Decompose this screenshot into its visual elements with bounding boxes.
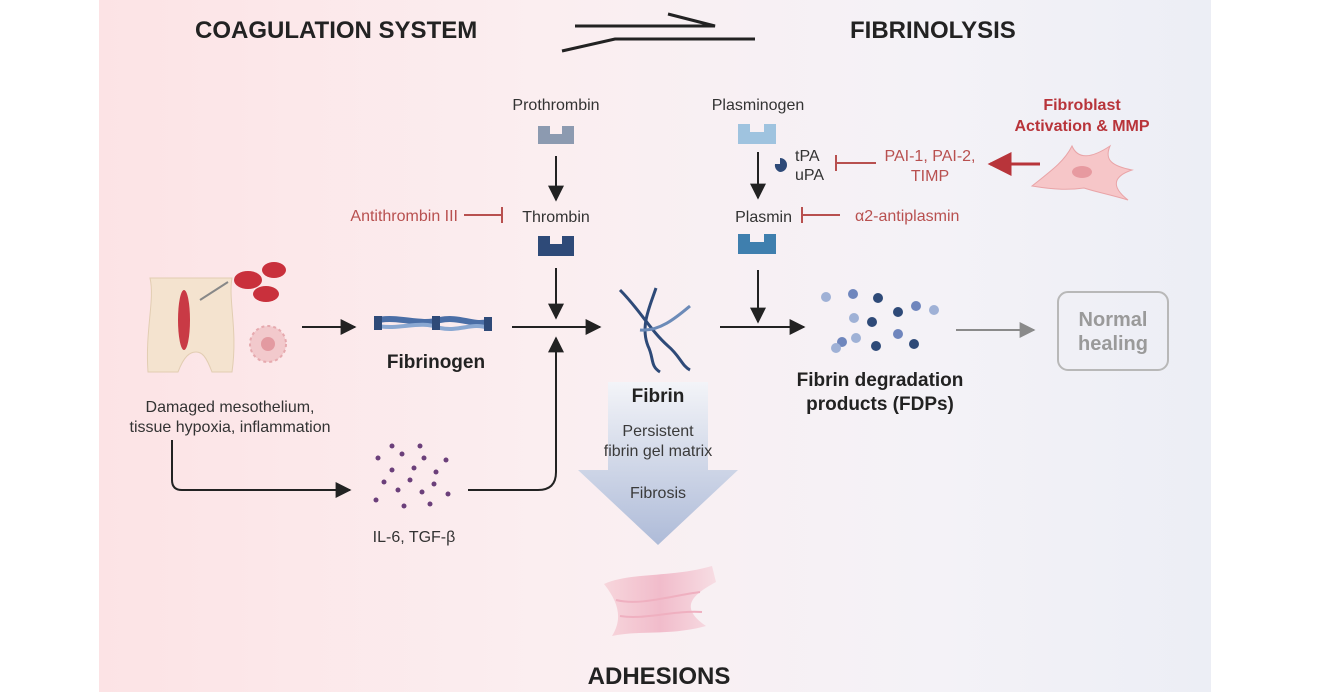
coagulation-header: COAGULATION SYSTEM [195, 17, 477, 44]
healing-label-line1: Normal [1079, 309, 1148, 331]
pai-inhibition-line [835, 155, 876, 171]
fibrosis-label: Fibrosis [630, 485, 686, 502]
injury-to-cytokine-arrow [171, 440, 352, 498]
antiplasmin-inhibition-line [801, 207, 840, 223]
fdp-particles-icon [821, 289, 939, 353]
healing-label-line2: healing [1078, 333, 1148, 355]
fibrin-strands-icon [618, 287, 691, 374]
normal-healing-box [1057, 291, 1169, 371]
fibrinogen-label: Fibrinogen [387, 352, 485, 373]
equilibrium-icon [561, 12, 755, 53]
cytokine-label: IL-6, TGF-β [373, 529, 456, 546]
tpa-label: tPA [795, 148, 820, 165]
fibrosis-arrow [578, 382, 738, 545]
fibroblast-cell-icon [1030, 144, 1134, 201]
red-blood-cells-icon [234, 262, 286, 302]
plasminogen-label: Plasminogen [712, 97, 805, 114]
prothrombin-label: Prothrombin [512, 97, 599, 114]
prothrombin-receptor-icon [538, 126, 574, 144]
thrombin-label: Thrombin [522, 209, 590, 226]
fibroblast-label-line1: Fibroblast [1043, 97, 1121, 114]
pai-label-line2: TIMP [911, 168, 949, 185]
fdp-label-line2: products (FDPs) [806, 394, 954, 415]
plasminogen-receptor-icon [738, 124, 776, 144]
adhesion-tissue-icon [604, 566, 716, 636]
upa-label: uPA [795, 167, 824, 184]
fibrinogen-molecule-icon [374, 316, 492, 331]
pai-label-line1: PAI-1, PAI-2, [885, 148, 976, 165]
inflammatory-cell-icon [249, 325, 287, 363]
abdomen-illustration [146, 277, 235, 373]
antithrombin-label: Antithrombin III [350, 208, 458, 225]
injury-label-line1: Damaged mesothelium, [146, 399, 315, 416]
antithrombin-inhibition-line [464, 207, 503, 223]
cytokine-dots-icon [373, 443, 451, 509]
fibrinolysis-header: FIBRINOLYSIS [850, 17, 1016, 44]
cytokine-to-fibrin-arrow [468, 336, 564, 491]
plasmin-label: Plasmin [735, 209, 792, 226]
fdp-label-line1: Fibrin degradation [797, 370, 964, 391]
fibrin-label: Fibrin [632, 386, 685, 407]
injury-label-line2: tissue hypoxia, inflammation [130, 419, 331, 436]
matrix-label-line2: fibrin gel matrix [604, 443, 712, 460]
fibroblast-label-line2: Activation & MMP [1014, 118, 1149, 135]
adhesions-label: ADHESIONS [588, 663, 731, 690]
thrombin-receptor-icon [538, 236, 574, 256]
matrix-label-line1: Persistent [622, 423, 694, 440]
activator-icon [774, 158, 787, 172]
antiplasmin-label: α2-antiplasmin [855, 208, 959, 225]
plasmin-receptor-icon [738, 234, 776, 254]
